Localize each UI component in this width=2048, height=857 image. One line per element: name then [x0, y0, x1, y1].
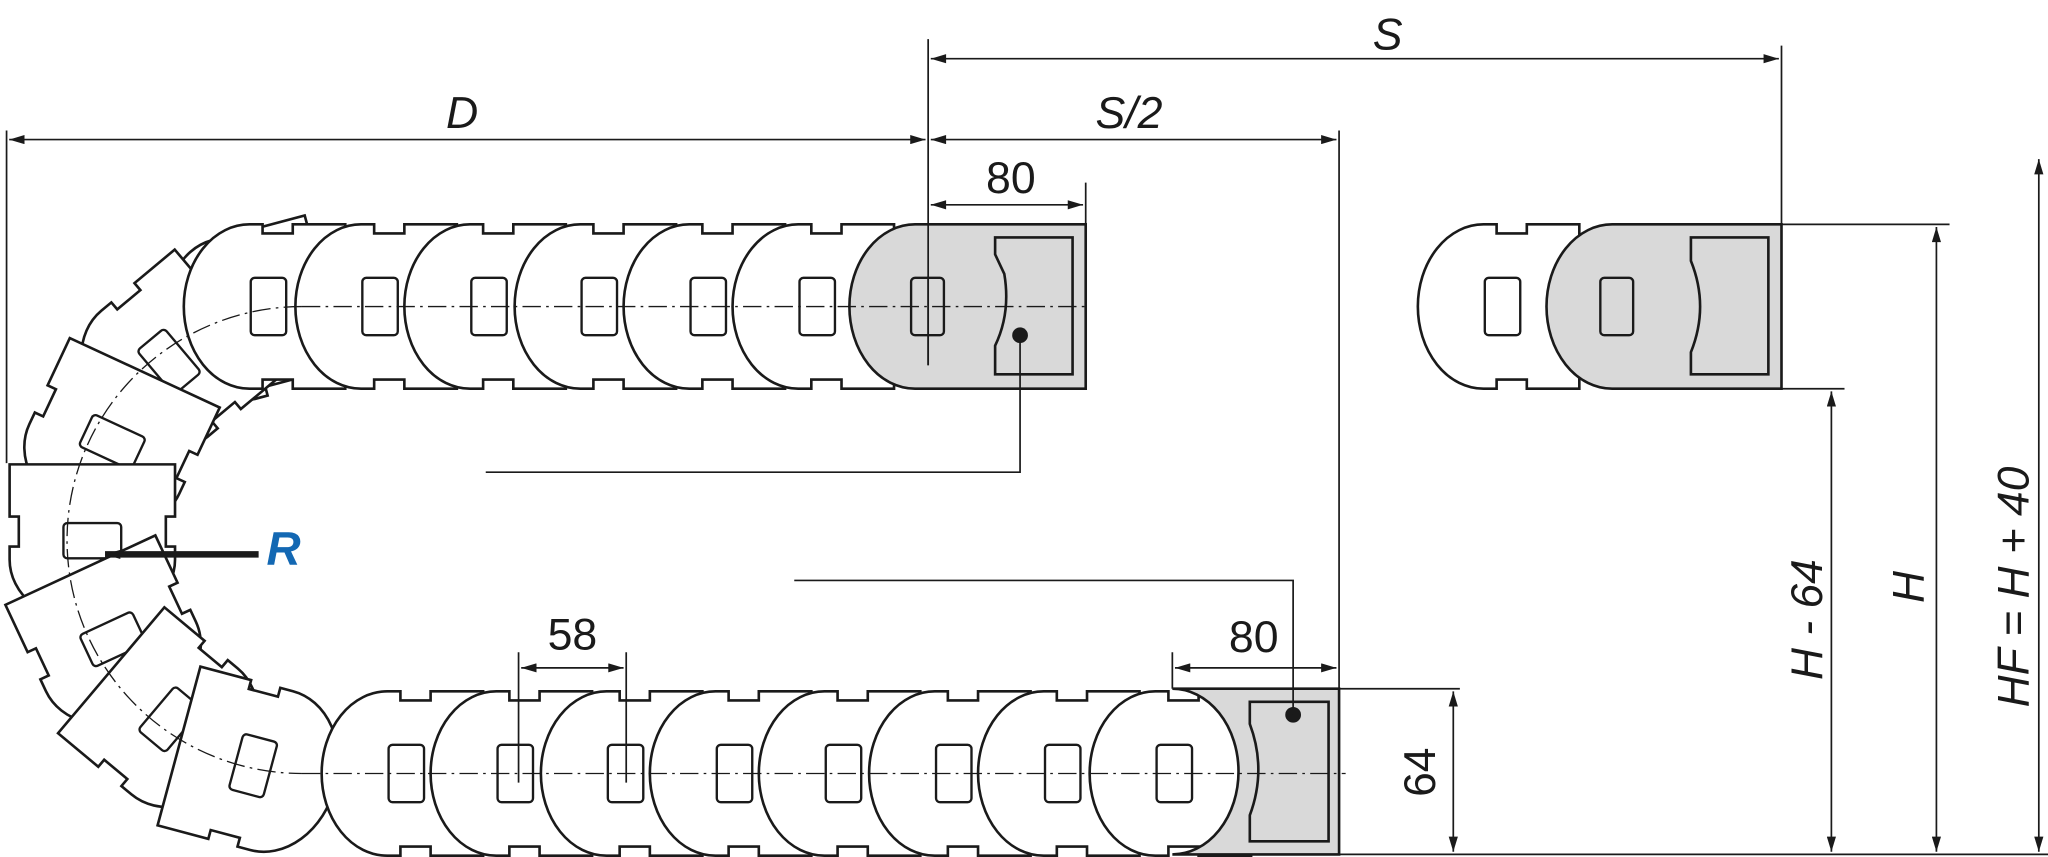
dimension-lines [9, 54, 2044, 852]
label-d: D [446, 89, 478, 138]
label-h: H [1884, 570, 1933, 603]
label-hf: HF = H + 40 [1989, 466, 2038, 707]
label-radius: R [267, 522, 301, 575]
extension-lines [5, 39, 2048, 856]
chain-links [3, 213, 1581, 857]
label-height-64: 64 [1396, 748, 1445, 797]
top-right-mounting-bracket [1545, 223, 1783, 391]
label-bracket-top: 80 [986, 154, 1036, 203]
label-pitch: 58 [548, 611, 598, 660]
label-bracket-bottom: 80 [1229, 613, 1279, 662]
label-s: S [1373, 11, 1403, 60]
chain-link [155, 665, 340, 854]
label-h-minus-64: H - 64 [1783, 559, 1832, 680]
label-s-half: S/2 [1096, 89, 1163, 138]
chain-link [1416, 223, 1581, 391]
